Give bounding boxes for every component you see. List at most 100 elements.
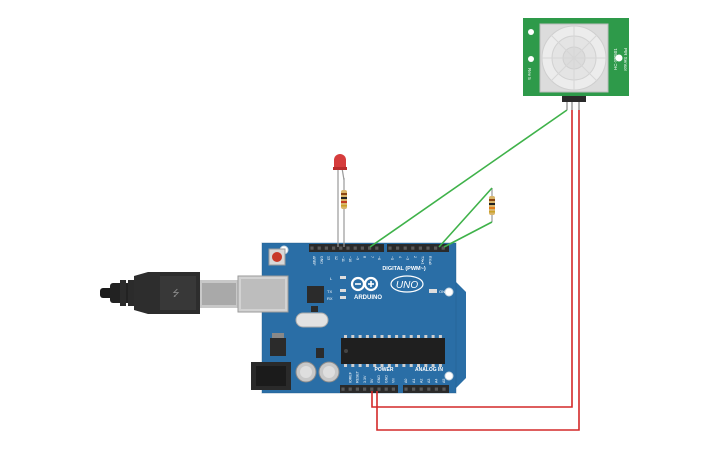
chip-pin (417, 364, 420, 367)
header-hole[interactable] (310, 246, 314, 250)
crystal (295, 312, 329, 328)
chip-pin (344, 364, 347, 367)
wire-pir-signal[interactable] (369, 109, 568, 248)
chip-pin (431, 335, 435, 338)
header-hole[interactable] (346, 246, 350, 250)
digital-pin-label: 4 (398, 256, 402, 258)
wire-pulldown-bottom[interactable] (443, 221, 493, 248)
header-hole[interactable] (355, 387, 359, 391)
chip-pin (373, 335, 377, 338)
digital-pin-label: GND (319, 256, 323, 264)
chip-pin (358, 335, 362, 338)
wire-pir-gnd[interactable] (376, 110, 580, 431)
header-hole[interactable] (427, 387, 431, 391)
header-hole[interactable] (412, 387, 416, 391)
header-hole[interactable] (403, 246, 407, 250)
chip-pin (424, 364, 428, 367)
on-led (429, 289, 437, 293)
power-pin-label: RESET (356, 370, 360, 383)
chip-pin (409, 364, 413, 367)
power-pin-label: IOREF (348, 371, 352, 383)
red-led[interactable] (333, 154, 347, 247)
digital-pin-label: RX◂0 (428, 256, 432, 265)
header-hole[interactable] (441, 246, 445, 250)
header-hole[interactable] (341, 387, 345, 391)
on-label: ON (439, 289, 445, 294)
header-hole[interactable] (368, 246, 372, 250)
header-hole[interactable] (411, 246, 415, 250)
analog-pin-label: A4 (435, 379, 439, 383)
analog-pin-label: A1 (412, 379, 416, 383)
rx-led (340, 296, 346, 299)
header-hole[interactable] (419, 387, 423, 391)
header-hole[interactable] (324, 246, 328, 250)
reset-button[interactable] (268, 248, 286, 266)
header-hole[interactable] (370, 387, 374, 391)
digital-label: DIGITAL (PWM~) (382, 266, 426, 272)
analog-label: ANALOG IN (415, 367, 443, 373)
chip-pin (380, 335, 384, 338)
usb-chip (307, 286, 324, 303)
pir-title-text: PIR Sensor (623, 48, 628, 72)
header-hole[interactable] (434, 387, 438, 391)
digital-pin-label: ~3 (405, 256, 409, 260)
header-hole[interactable] (434, 246, 438, 250)
mount-hole (528, 56, 534, 62)
header-hole[interactable] (332, 246, 336, 250)
smd-component (316, 348, 324, 358)
header-hole[interactable] (360, 246, 364, 250)
chip-pin (365, 364, 369, 367)
voltage-regulator (270, 338, 286, 356)
power-pin-label: GND (384, 375, 388, 383)
header-hole[interactable] (375, 246, 379, 250)
digital-pin-label: ~9 (355, 256, 359, 260)
usb-cable[interactable]: ⭍ (100, 272, 238, 314)
header-hole[interactable] (404, 387, 408, 391)
mount-hole (444, 287, 454, 297)
chip-pin (438, 335, 442, 338)
header-hole[interactable] (353, 246, 357, 250)
chip-pin (351, 335, 355, 338)
analog-pin-label: A5 (442, 379, 446, 383)
fresnel-lens (541, 25, 607, 91)
arduino-uno-board[interactable]: L TX RX ON UNO ARDUINO DIGITAL (PWM~) PO… (237, 242, 466, 394)
chip-pin (344, 335, 347, 338)
header-hole[interactable] (384, 387, 388, 391)
digital-pin-label: 12 (334, 256, 338, 260)
chip-pin (417, 335, 420, 338)
analog-pin-label: A0 (404, 379, 408, 383)
header-hole[interactable] (348, 387, 352, 391)
header-hole[interactable] (418, 246, 422, 250)
header-hole[interactable] (377, 387, 381, 391)
tx-label: TX (327, 289, 332, 294)
header-hole[interactable] (339, 246, 343, 250)
wire-pulldown-top[interactable] (438, 187, 493, 248)
digital-pin-label: 2 (413, 256, 417, 258)
header-hole[interactable] (363, 387, 367, 391)
uno-logo-text: UNO (396, 280, 418, 291)
digital-pin-label: ~5 (390, 256, 394, 260)
header-hole[interactable] (317, 246, 321, 250)
pir-sensor[interactable]: HC-SR501 PIR Sensor Rev 5 (523, 18, 629, 110)
digital-pin-label: ~11 (341, 256, 345, 262)
led-resistor[interactable] (341, 178, 347, 247)
header-hole[interactable] (426, 246, 430, 250)
header-hole[interactable] (396, 246, 400, 250)
power-header (340, 385, 398, 393)
chip-pin (402, 335, 406, 338)
chip-pin (387, 335, 391, 338)
l-label: L (330, 276, 333, 281)
header-hole[interactable] (391, 387, 395, 391)
digital-pin-label: ~10 (348, 256, 352, 262)
digital-pin-label: 7 (370, 256, 374, 258)
header-hole[interactable] (388, 246, 392, 250)
wire-pir-vcc[interactable] (371, 110, 573, 408)
pulldown-resistor[interactable] (489, 188, 495, 222)
chip-pin (365, 335, 369, 338)
power-pin-label: 5V (370, 378, 374, 383)
analog-pin-label: A2 (419, 379, 423, 383)
header-hole[interactable] (442, 387, 446, 391)
digital-pin-label: 8 (363, 256, 367, 258)
analog-pin-label: A3 (427, 379, 431, 383)
arduino-logo-icon (350, 276, 379, 292)
